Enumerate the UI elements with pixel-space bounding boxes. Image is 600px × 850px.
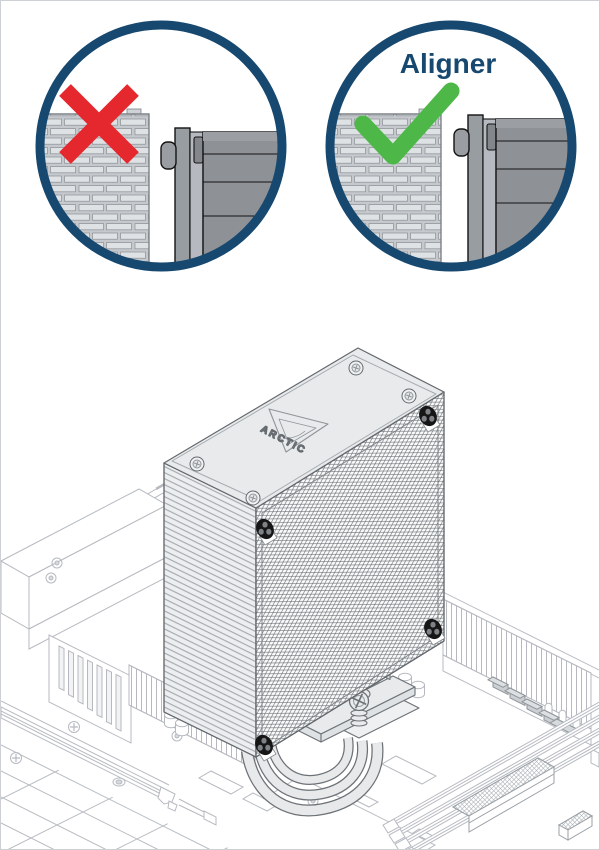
check-icon <box>354 82 460 165</box>
correct-inset-badge: Aligner <box>325 20 577 272</box>
cooler-front-face <box>255 391 445 758</box>
correct-inset-border <box>325 20 577 272</box>
pcie-slot <box>1 700 217 826</box>
motherboard <box>1 404 599 849</box>
cooler-left-face <box>163 462 257 758</box>
vent-slots <box>58 645 122 732</box>
top-plate-screws <box>189 360 417 506</box>
fan-headers <box>486 676 583 736</box>
fan-grommets <box>255 405 446 762</box>
wrong-inset-badge <box>35 20 287 272</box>
arctic-logo <box>268 408 329 453</box>
eps-connector <box>557 810 594 841</box>
atx-connector <box>451 757 556 833</box>
chassis-box <box>1 488 169 650</box>
fan-pin <box>160 141 177 170</box>
aligner-label: Aligner <box>400 48 497 79</box>
fan-frame <box>453 114 568 263</box>
io-shroud <box>48 634 132 744</box>
fan-pin <box>453 128 470 157</box>
cooler-top-plate: ARCTIC <box>163 347 445 509</box>
cooler-tower: ARCTIC <box>163 347 446 762</box>
wrong-inset-border <box>35 20 287 272</box>
cross-icon <box>59 84 139 164</box>
